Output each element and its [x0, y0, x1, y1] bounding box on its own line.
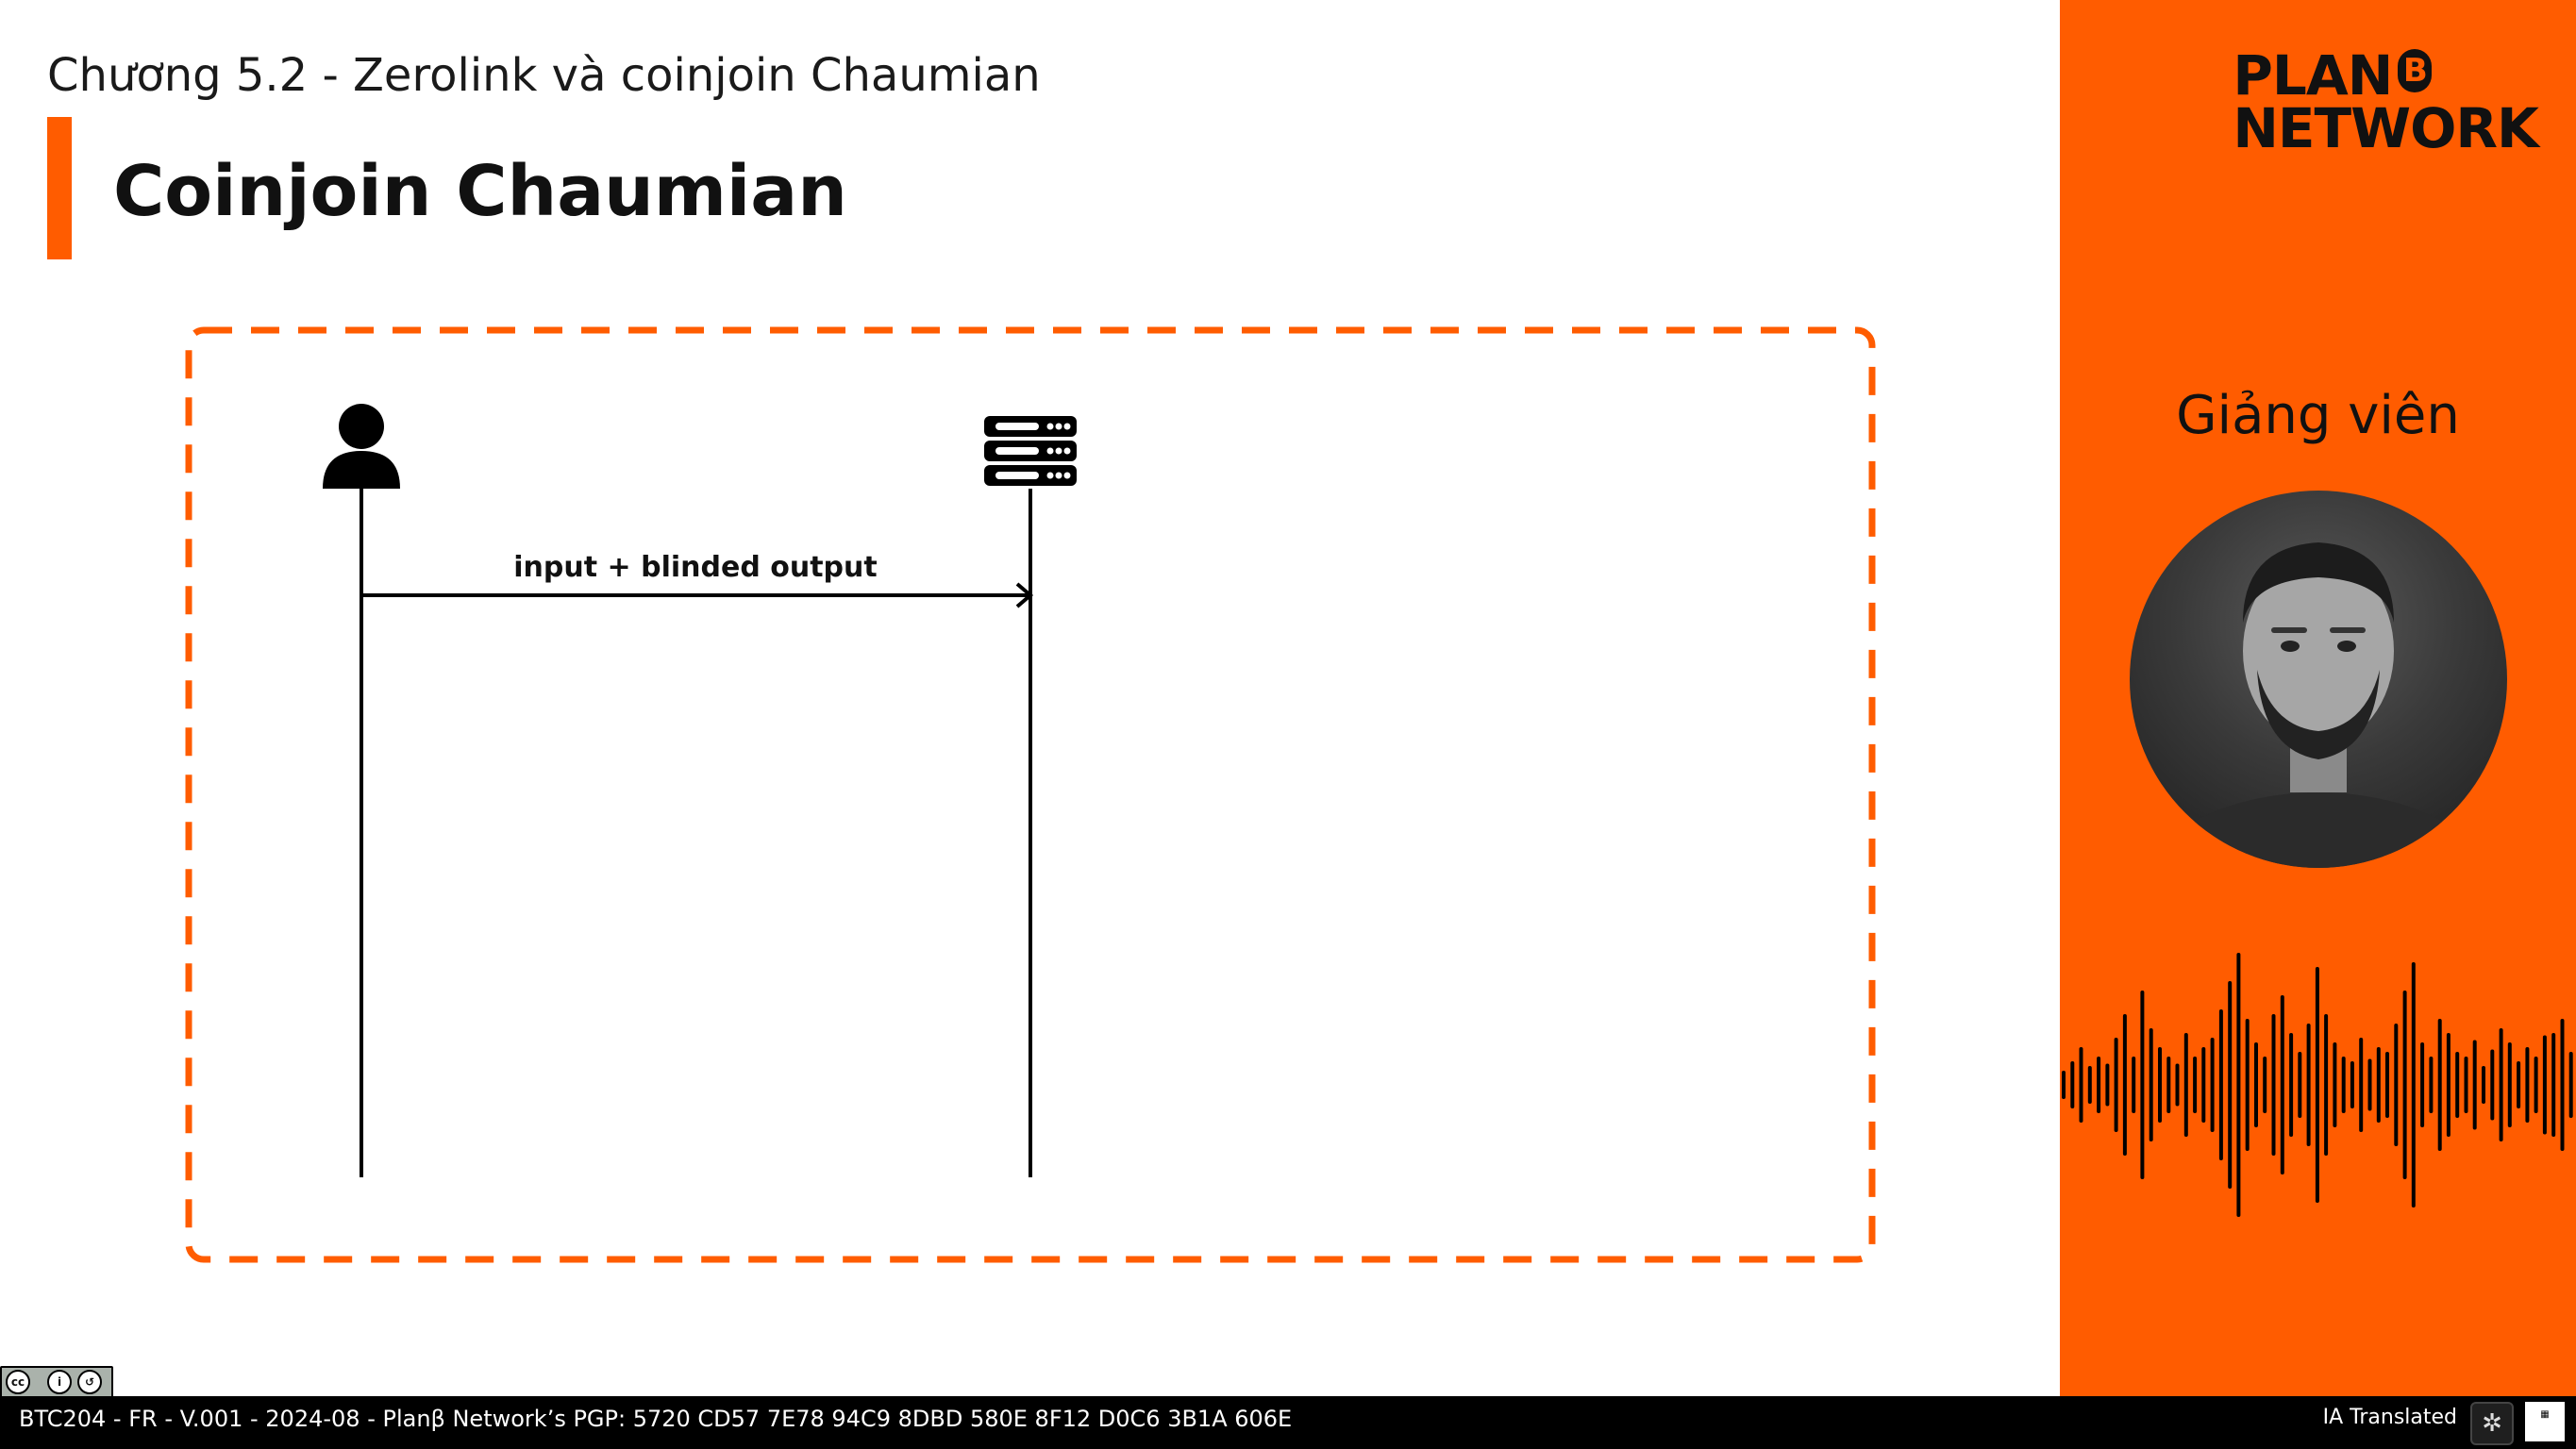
- waveform-bar: [2429, 1057, 2434, 1113]
- waveform-bar: [2507, 1042, 2512, 1127]
- waveform-bar: [2464, 1057, 2468, 1113]
- waveform-bar: [2210, 1038, 2215, 1132]
- waveform-bar: [2140, 991, 2145, 1179]
- waveform-bar: [2114, 1038, 2118, 1132]
- waveform-bar: [2542, 1035, 2547, 1135]
- ai-translated-label: IA Translated: [2322, 1406, 2457, 1429]
- waveform-bar: [2062, 1071, 2066, 1099]
- user-icon: [323, 404, 400, 489]
- message-label: input + blinded output: [513, 551, 877, 584]
- waveform-bar: [2385, 1052, 2389, 1118]
- footer-info: BTC204 - FR - V.001 - 2024-08 - Planβ Ne…: [19, 1406, 1293, 1432]
- title-accent-bar: [47, 117, 72, 259]
- waveform-bar: [2341, 1057, 2346, 1113]
- waveform-bar: [2324, 1014, 2329, 1156]
- waveform-bar: [2298, 1052, 2302, 1118]
- cc-by-sa-icon: cc i ↺: [0, 1366, 113, 1398]
- lab-logo-icon: ▦: [2525, 1402, 2565, 1441]
- waveform-bar: [2411, 962, 2416, 1208]
- waveform-bar: [2446, 1033, 2451, 1137]
- waveform-bar: [2166, 1057, 2171, 1113]
- waveform-bar: [2218, 1009, 2223, 1160]
- diagram-frame: [185, 326, 1876, 1263]
- waveform-bar: [2122, 1014, 2127, 1156]
- audio-waveform: [2062, 953, 2573, 1217]
- logo-text-network: NETWORK: [2233, 96, 2539, 160]
- waveform-bar: [2158, 1047, 2162, 1123]
- waveform-bar: [2097, 1057, 2101, 1113]
- waveform-bar: [2193, 1057, 2198, 1113]
- waveform-bar: [2271, 1014, 2276, 1156]
- waveform-bar: [2087, 1066, 2092, 1104]
- waveform-bar: [2376, 1047, 2381, 1123]
- footer-bar: BTC204 - FR - V.001 - 2024-08 - Planβ Ne…: [0, 1396, 2576, 1449]
- waveform-bar: [2315, 967, 2319, 1203]
- waveform-bar: [2149, 1028, 2153, 1141]
- waveform-bar: [2420, 1042, 2425, 1127]
- arrow-head: [1015, 582, 1034, 608]
- page-title: Coinjoin Chaumian: [113, 151, 847, 232]
- instructor-label: Giảng viên: [2176, 385, 2460, 446]
- waveform-bar: [2070, 1061, 2075, 1108]
- waveform-bar: [2455, 1052, 2460, 1118]
- waveform-bar: [2132, 1057, 2136, 1113]
- waveform-bar: [2245, 1019, 2250, 1151]
- waveform-bar: [2306, 1024, 2311, 1146]
- waveform-bar: [2350, 1061, 2354, 1108]
- chapter-title: Chương 5.2 - Zerolink và coinjoin Chaumi…: [47, 49, 1041, 102]
- waveform-bar: [2394, 1024, 2399, 1146]
- waveform-bar: [2236, 953, 2241, 1217]
- waveform-bar: [2517, 1061, 2521, 1108]
- waveform-bar: [2254, 1042, 2258, 1127]
- bitcoin-b-icon: B: [2398, 49, 2433, 92]
- waveform-bar: [2551, 1033, 2556, 1137]
- waveform-bar: [2568, 1052, 2573, 1118]
- waveform-bar: [2482, 1066, 2485, 1104]
- waveform-bar: [2490, 1049, 2495, 1121]
- waveform-bar: [2525, 1047, 2530, 1123]
- waveform-bar: [2560, 1019, 2565, 1151]
- waveform-bar: [2437, 1019, 2442, 1151]
- waveform-bar: [2333, 1042, 2337, 1127]
- waveform-bar: [2280, 995, 2284, 1174]
- waveform-bar: [2359, 1038, 2364, 1132]
- waveform-bar: [2228, 981, 2233, 1189]
- waveform-bar: [2183, 1033, 2188, 1137]
- sequence-diagram: input + blinded output: [185, 326, 1876, 1263]
- waveform-bar: [2079, 1047, 2083, 1123]
- waveform-bar: [2402, 991, 2407, 1179]
- openai-icon: ✲: [2470, 1402, 2514, 1445]
- logo-text-plan: PLAN: [2233, 43, 2393, 108]
- waveform-bar: [2534, 1057, 2538, 1113]
- server-icon: [984, 416, 1077, 486]
- waveform-bar: [2105, 1063, 2110, 1107]
- waveform-bar: [2472, 1040, 2477, 1130]
- waveform-bar: [2175, 1063, 2180, 1107]
- instructor-avatar: [2130, 491, 2507, 868]
- waveform-bar: [2499, 1028, 2503, 1141]
- waveform-bar: [2289, 1033, 2294, 1137]
- waveform-bar: [2263, 1057, 2267, 1113]
- waveform-bar: [2367, 1058, 2372, 1111]
- waveform-bar: [2201, 1047, 2206, 1123]
